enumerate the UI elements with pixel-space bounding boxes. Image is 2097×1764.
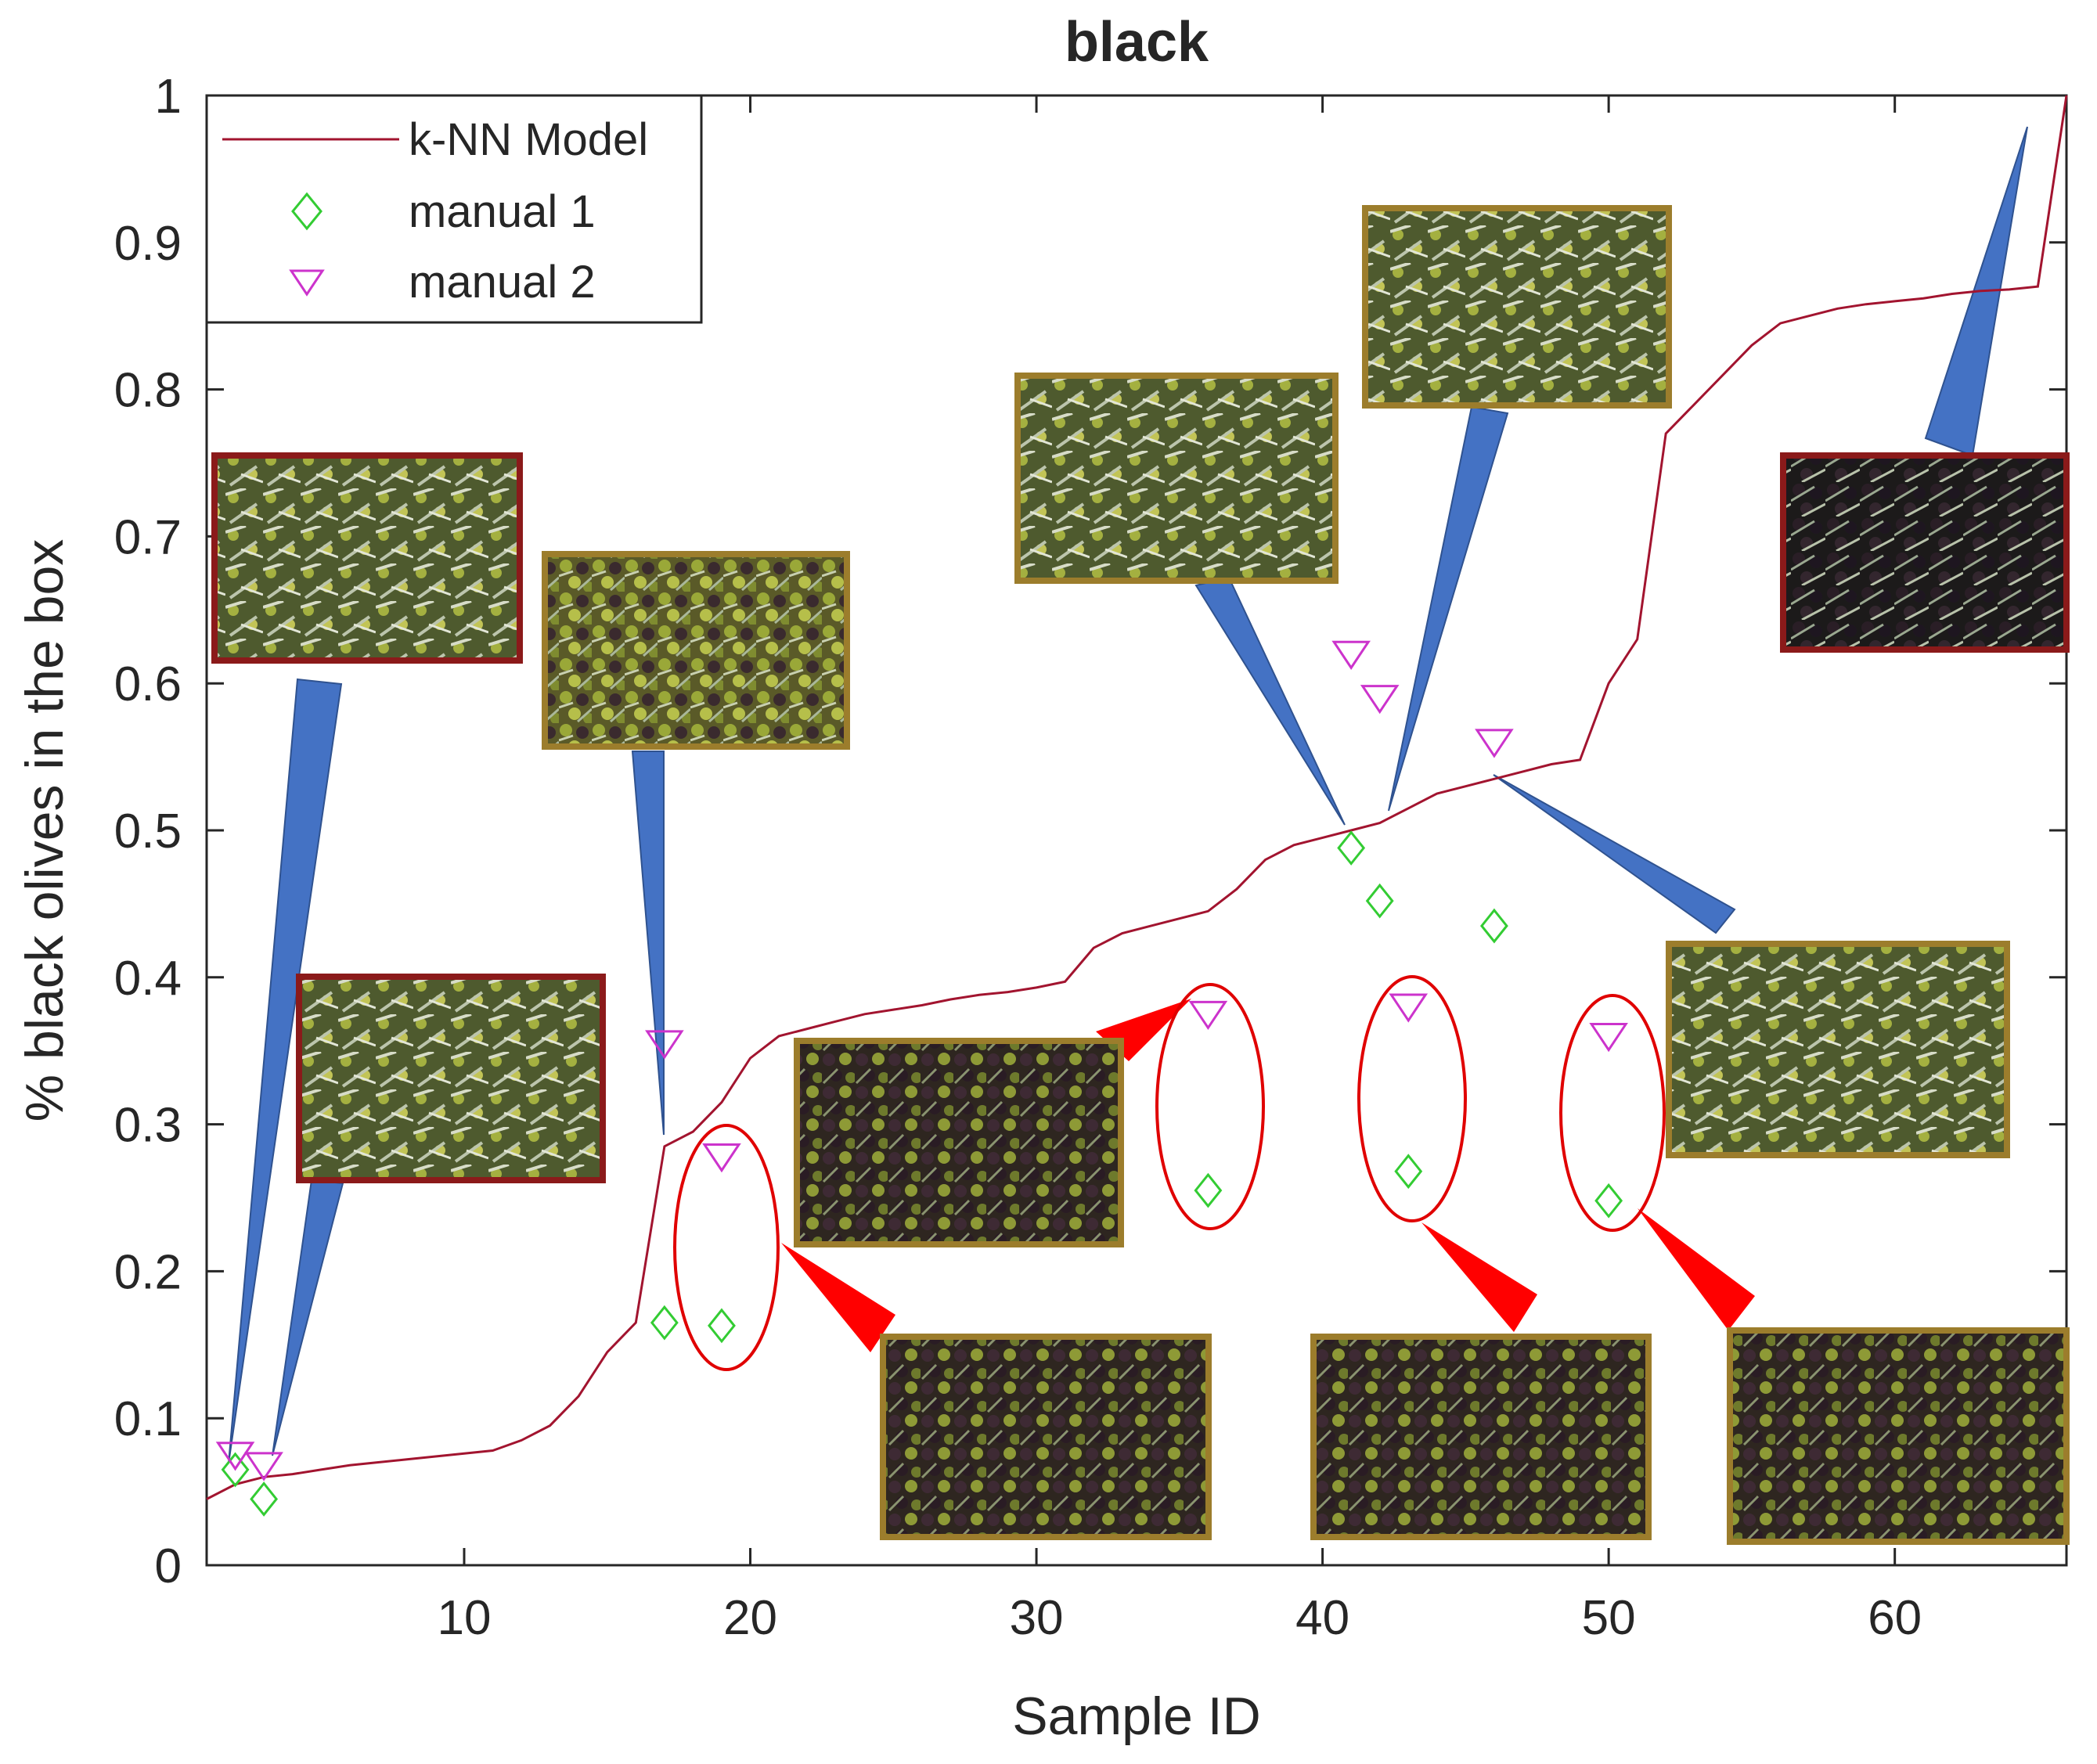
manual2-point <box>1589 1023 1628 1053</box>
manual2-point <box>244 1452 283 1481</box>
manual1-point <box>250 1481 279 1517</box>
manual2-point <box>1475 729 1514 758</box>
highlight-ellipse <box>1357 975 1467 1222</box>
red-pointer <box>1638 1208 1755 1330</box>
olive-photo <box>542 551 850 750</box>
manual1-point <box>1365 883 1394 919</box>
manual1-point <box>708 1308 736 1344</box>
y-tick-label: 0 <box>155 1539 182 1593</box>
series-layer <box>206 95 2068 1517</box>
legend-box <box>205 94 703 324</box>
olive-photo <box>794 1038 1124 1247</box>
blue-pointer <box>228 678 343 1464</box>
manual1-point <box>1594 1183 1623 1219</box>
manual1-point <box>1337 830 1366 866</box>
olive-photo <box>1362 205 1672 409</box>
y-tick-label: 0.4 <box>114 952 182 1006</box>
x-tick-label: 20 <box>723 1591 777 1645</box>
axis-ticks <box>207 94 2066 1567</box>
x-tick-label: 40 <box>1295 1591 1349 1645</box>
olive-photo <box>296 974 606 1183</box>
y-tick-label: 0.2 <box>114 1245 182 1299</box>
manual1-point <box>1194 1172 1223 1208</box>
x-tick-label: 60 <box>1868 1591 1922 1645</box>
highlight-ellipse <box>673 1124 780 1371</box>
y-tick-label: 0.6 <box>114 657 182 711</box>
y-tick-label: 0.5 <box>114 805 182 859</box>
y-tick-label: 1 <box>155 70 182 124</box>
highlight-ellipse <box>1155 983 1265 1230</box>
y-tick-label: 0.8 <box>114 364 182 418</box>
y-tick-label: 0.9 <box>114 217 182 271</box>
x-tick-label: 10 <box>438 1591 492 1645</box>
x-tick-label: 30 <box>1010 1591 1064 1645</box>
highlight-ellipse <box>1559 994 1666 1232</box>
olive-photo <box>880 1334 1212 1540</box>
olive-photo <box>1310 1334 1652 1540</box>
manual1-point <box>650 1305 679 1341</box>
series-line-knn-model <box>206 95 2068 1500</box>
manual1-point <box>221 1452 250 1488</box>
y-tick-label: 0.3 <box>114 1099 182 1153</box>
manual2-point <box>702 1143 741 1173</box>
chart-title: black <box>1065 11 1209 74</box>
x-tick-label: 50 <box>1582 1591 1636 1645</box>
manual2-point <box>1360 685 1400 715</box>
legend: k-NN Model manual 1 manual 2 <box>205 94 703 324</box>
legend-label-manual2: manual 2 <box>409 257 596 308</box>
legend-triangle-swatch <box>289 269 325 297</box>
olive-photo <box>1014 373 1339 584</box>
blue-pointer <box>1493 774 1736 934</box>
y-tick-label: 0.7 <box>114 510 182 564</box>
olive-photo <box>1666 941 2010 1158</box>
olive-photo <box>1727 1327 2070 1545</box>
photo-insets <box>211 126 2070 1545</box>
legend-label-model: k-NN Model <box>409 114 648 165</box>
manual1-point <box>1479 908 1508 944</box>
legend-diamond-swatch <box>291 192 322 231</box>
red-pointer <box>781 1243 895 1352</box>
olive-photo <box>1780 452 2070 653</box>
y-axis-label: % black olives in the box <box>15 539 74 1122</box>
tick-labels: 10 20 30 40 50 60 0 0.1 0.2 0.3 0.4 0.5 0.6 0.7 0.8 0.9… <box>114 70 1922 1645</box>
manual1-point <box>1394 1154 1423 1190</box>
y-tick-label: 0.1 <box>114 1392 182 1446</box>
legend-label-manual1: manual 1 <box>409 186 596 237</box>
blue-pointer <box>631 751 665 1136</box>
olive-photo <box>211 452 523 664</box>
x-axis-label: Sample ID <box>1012 1687 1260 1746</box>
manual2-point <box>1188 1000 1228 1031</box>
manual2-point <box>645 1030 684 1060</box>
manual2-point <box>1331 640 1371 670</box>
manual2-point <box>215 1442 255 1471</box>
manual2-point <box>1389 993 1429 1023</box>
blue-pointer <box>1388 405 1509 812</box>
red-pointer <box>1421 1222 1537 1332</box>
